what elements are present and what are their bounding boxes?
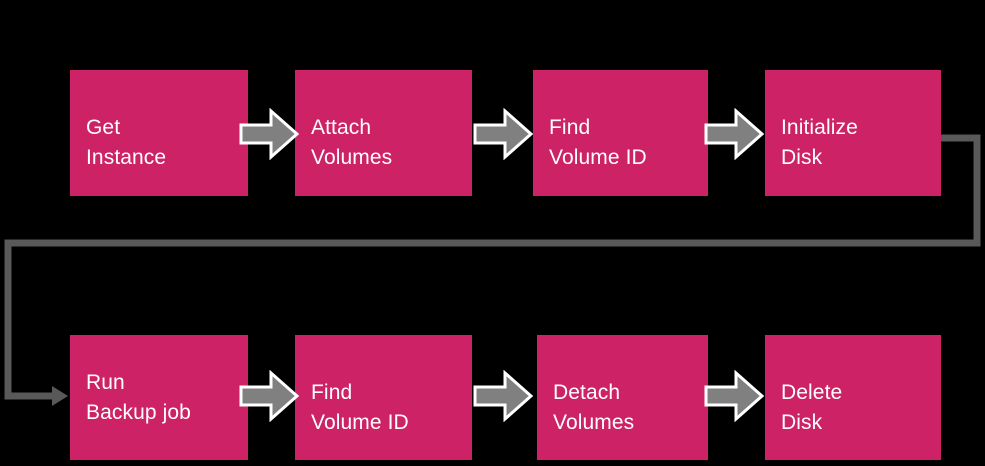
node-label: Find Volume ID xyxy=(549,116,647,169)
arrow-right-icon-6 xyxy=(704,370,765,422)
arrow-right-icon-1 xyxy=(239,108,300,160)
node-find-volume-id-2[interactable]: Find Volume ID xyxy=(295,335,472,460)
node-label: Get Instance xyxy=(86,116,167,169)
node-run-backup-job[interactable]: Run Backup job xyxy=(70,335,248,460)
arrow-right-icon-2 xyxy=(473,108,534,160)
node-label: Find Volume ID xyxy=(311,381,409,434)
node-label: Initialize Disk xyxy=(781,116,858,169)
node-attach-volumes[interactable]: Attach Volumes xyxy=(295,70,472,196)
node-get-instance[interactable]: Get Instance xyxy=(70,70,248,196)
arrow-right-icon-5 xyxy=(473,370,534,422)
arrow-right-icon-4 xyxy=(239,370,300,422)
node-find-volume-id-1[interactable]: Find Volume ID xyxy=(533,70,708,196)
node-label: Detach Volumes xyxy=(553,381,635,434)
node-initialize-disk[interactable]: Initialize Disk xyxy=(765,70,941,196)
node-detach-volumes[interactable]: Detach Volumes xyxy=(537,335,708,460)
node-delete-disk[interactable]: Delete Disk xyxy=(765,335,941,460)
node-label: Run Backup job xyxy=(86,371,191,424)
connector-arrowhead-icon xyxy=(52,386,68,406)
arrow-right-icon-3 xyxy=(704,108,765,160)
node-label: Attach Volumes xyxy=(311,116,393,169)
node-label: Delete Disk xyxy=(781,381,843,434)
